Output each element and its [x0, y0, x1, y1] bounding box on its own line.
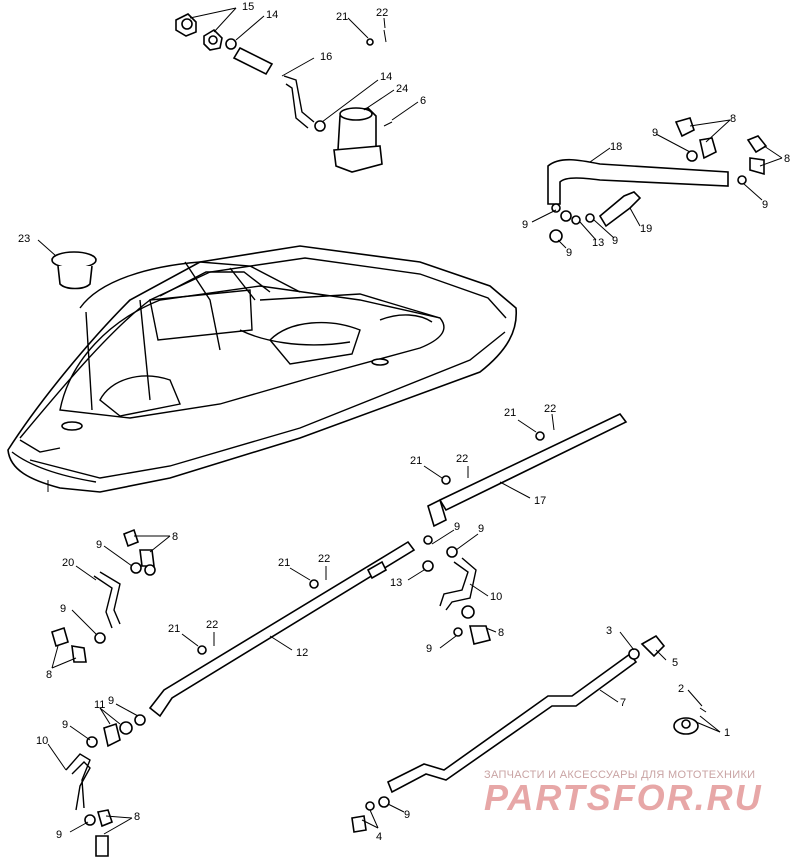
- callout: 9: [404, 809, 410, 821]
- pipe-12: [148, 540, 416, 718]
- callout: 21: [278, 557, 290, 569]
- callout: 21: [168, 623, 180, 635]
- callout: 3: [606, 625, 612, 637]
- callout: 22: [376, 7, 388, 19]
- left-fittings: [51, 528, 171, 669]
- callout: 10: [36, 735, 48, 747]
- callout: 8: [498, 627, 504, 639]
- boat-illustration: [7, 245, 518, 493]
- callout: 5: [672, 657, 678, 669]
- pipe-17: [423, 412, 628, 528]
- callout: 22: [456, 453, 468, 465]
- cup-holder: [37, 239, 97, 290]
- callout: 7: [620, 697, 626, 709]
- callout: 8: [134, 811, 140, 823]
- callout: 9: [426, 643, 432, 655]
- callout: 9: [56, 829, 62, 841]
- callout: 9: [762, 199, 768, 211]
- watermark-logo: PARTSFOR.RU: [484, 777, 763, 818]
- callout-labels: 15 14 21 22 16 14 24 6 8 9 8 18 8 9 9 13…: [18, 1, 790, 843]
- callout: 13: [390, 577, 402, 589]
- callout: 14: [266, 9, 278, 21]
- callout: 11: [94, 699, 105, 711]
- lower-left-fittings: [47, 703, 146, 857]
- callout: 10: [490, 591, 502, 603]
- callout: 21: [336, 11, 348, 23]
- callout: 21: [410, 455, 422, 467]
- callout: 4: [376, 831, 382, 843]
- callout: 21: [504, 407, 516, 419]
- callout: 9: [522, 219, 528, 231]
- callout: 9: [60, 603, 66, 615]
- callout: 19: [640, 223, 652, 235]
- callout: 9: [652, 127, 658, 139]
- hose-assembly-top-right: [531, 117, 783, 249]
- callout: 8: [730, 113, 736, 125]
- callout: 22: [318, 553, 330, 565]
- callout: 15: [242, 1, 254, 13]
- pipe-7: [351, 652, 638, 833]
- callout: 9: [96, 539, 102, 551]
- watermark-caption: ЗАПЧАСТИ И АКСЕССУАРЫ ДЛЯ МОТОТЕХНИКИ: [484, 769, 755, 781]
- callout: 22: [206, 619, 218, 631]
- right-fittings: [619, 631, 721, 735]
- watermark: ЗАПЧАСТИ И АКСЕССУАРЫ ДЛЯ МОТОТЕХНИКИ PA…: [484, 769, 763, 818]
- callout: 9: [478, 523, 484, 535]
- callout: 2: [678, 683, 684, 695]
- callout: 16: [320, 51, 332, 63]
- callout: 1: [724, 727, 730, 739]
- center-fittings: [407, 529, 497, 649]
- callout: 8: [784, 153, 790, 165]
- callout: 9: [566, 247, 572, 259]
- callout: 9: [62, 719, 68, 731]
- callout: 24: [396, 83, 408, 95]
- callout: 9: [454, 521, 460, 533]
- callout: 8: [46, 669, 52, 681]
- callout: 8: [172, 531, 178, 543]
- callout: 18: [610, 141, 622, 153]
- callout: 23: [18, 233, 30, 245]
- pump-assembly: [175, 7, 419, 173]
- callout: 20: [62, 557, 74, 569]
- callout: 17: [534, 495, 546, 507]
- callout: 14: [380, 71, 392, 83]
- callout: 6: [420, 95, 426, 107]
- callout: 12: [296, 647, 308, 659]
- callout: 9: [108, 695, 114, 707]
- callout: 13: [592, 237, 604, 249]
- callout: 9: [612, 235, 618, 247]
- callout: 22: [544, 403, 556, 415]
